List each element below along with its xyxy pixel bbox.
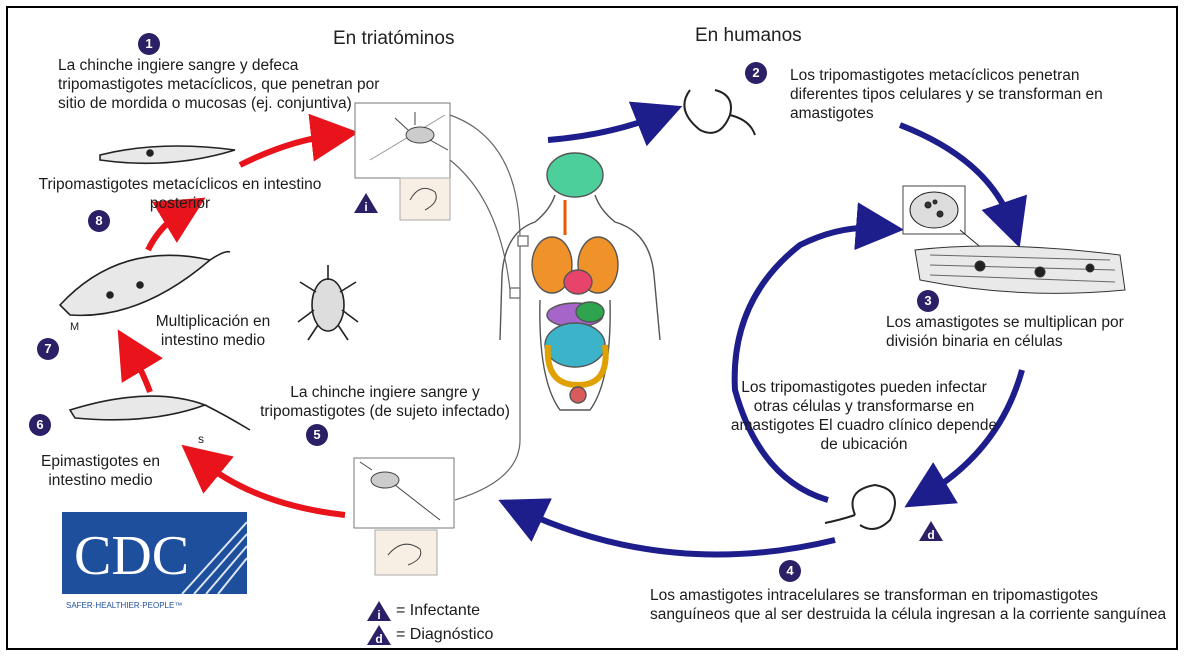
infective-stage-icon: i	[353, 192, 379, 214]
step-2-text: Los tripomastigotes metacíclicos penetra…	[790, 66, 1135, 123]
header-vector: En triatóminos	[333, 28, 454, 50]
legend-infective-label: = Infectante	[396, 602, 480, 620]
cdc-logo: CDC SAFER·HEALTHIER·PEOPLE™	[62, 512, 247, 612]
step-8-text: Tripomastigotes metacíclicos en intestin…	[20, 175, 340, 213]
diagnostic-stage-letter: d	[927, 528, 934, 542]
epimastigote-7	[60, 252, 230, 316]
clinical-note: Los tripomastigotes pueden infectar otra…	[728, 378, 1000, 454]
infective-stage-letter: i	[364, 200, 367, 214]
trypomastigote-2	[684, 90, 755, 135]
step-badge-1: 1	[138, 33, 160, 55]
red-arrow-6-to-7	[130, 350, 150, 392]
bloodmeal-inset	[354, 458, 454, 528]
step-4-text: Los amastigotes intracelulares se transf…	[650, 586, 1180, 624]
step-badge-8: 8	[88, 210, 110, 232]
legend-diagnostic: d = Diagnóstico	[366, 624, 493, 646]
legend-infective: i = Infectante	[366, 600, 480, 622]
trypo-inset-1	[400, 178, 450, 220]
header-human: En humanos	[695, 25, 802, 47]
step-6-text: Epimastigotes en intestino medio	[18, 452, 183, 490]
step-badge-4: 4	[779, 560, 801, 582]
epimastigote-6	[70, 396, 250, 430]
step-badge-5: 5	[306, 424, 328, 446]
step-badge-2: 2	[745, 62, 767, 84]
legend-diagnostic-letter: d	[375, 632, 382, 646]
step-badge-6: 6	[29, 414, 51, 436]
blue-arrow-to-2	[548, 115, 660, 140]
step-7-text: Multiplicación en intestino medio	[128, 312, 298, 350]
bite-inset	[355, 103, 450, 178]
blue-arrow-reinfect	[735, 228, 880, 500]
trypo-inset-5	[375, 530, 437, 575]
legend-infective-icon: i	[366, 600, 392, 622]
triatomine-bug	[298, 265, 358, 340]
step-3-text: Los amastigotes se multiplican por divis…	[886, 313, 1136, 351]
legend-diagnostic-label: = Diagnóstico	[396, 626, 493, 644]
red-arrow-5-to-6	[200, 460, 345, 515]
human-body	[500, 153, 660, 410]
legend-diagnostic-icon: d	[366, 624, 392, 646]
trypomastigote-4	[825, 485, 895, 529]
muscle-tissue	[915, 246, 1125, 293]
red-arrow-8-to-1	[240, 135, 335, 165]
red-arrow-7-to-8	[148, 210, 185, 250]
step-1-text: La chinche ingiere sangre y defeca tripo…	[58, 56, 403, 113]
step-badge-3: 3	[917, 290, 939, 312]
step-5-text: La chinche ingiere sangre y tripomastigo…	[250, 383, 520, 421]
amastigote-cell-inset	[903, 186, 990, 255]
trypomastigote-1	[100, 146, 235, 163]
step-badge-7: 7	[37, 338, 59, 360]
cdc-tagline: SAFER·HEALTHIER·PEOPLE™	[66, 601, 182, 610]
diagnostic-stage-icon: d	[918, 520, 944, 542]
cdc-logo-text: CDC	[74, 525, 189, 587]
mark-m: M	[70, 318, 79, 337]
legend-infective-letter: i	[377, 608, 380, 622]
blue-arrow-4-to-5	[520, 510, 835, 555]
mark-s: s	[198, 430, 204, 449]
